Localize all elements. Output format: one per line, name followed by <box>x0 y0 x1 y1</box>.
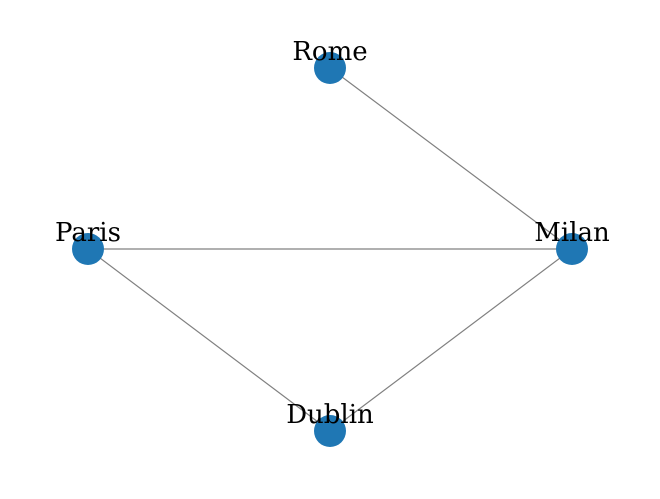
node-paris <box>72 233 104 265</box>
edge-paris-dublin <box>87 248 331 432</box>
nodes-layer <box>72 52 588 447</box>
node-dublin <box>314 415 346 447</box>
node-label-rome: Rome <box>292 37 367 67</box>
edge-rome-milan <box>329 67 573 250</box>
node-rome <box>314 52 346 84</box>
node-label-milan: Milan <box>534 218 610 248</box>
node-label-dublin: Dublin <box>286 400 374 430</box>
node-label-paris: Paris <box>55 218 121 248</box>
edge-milan-dublin <box>329 248 573 432</box>
edges-layer <box>87 67 573 432</box>
node-milan <box>556 233 588 265</box>
